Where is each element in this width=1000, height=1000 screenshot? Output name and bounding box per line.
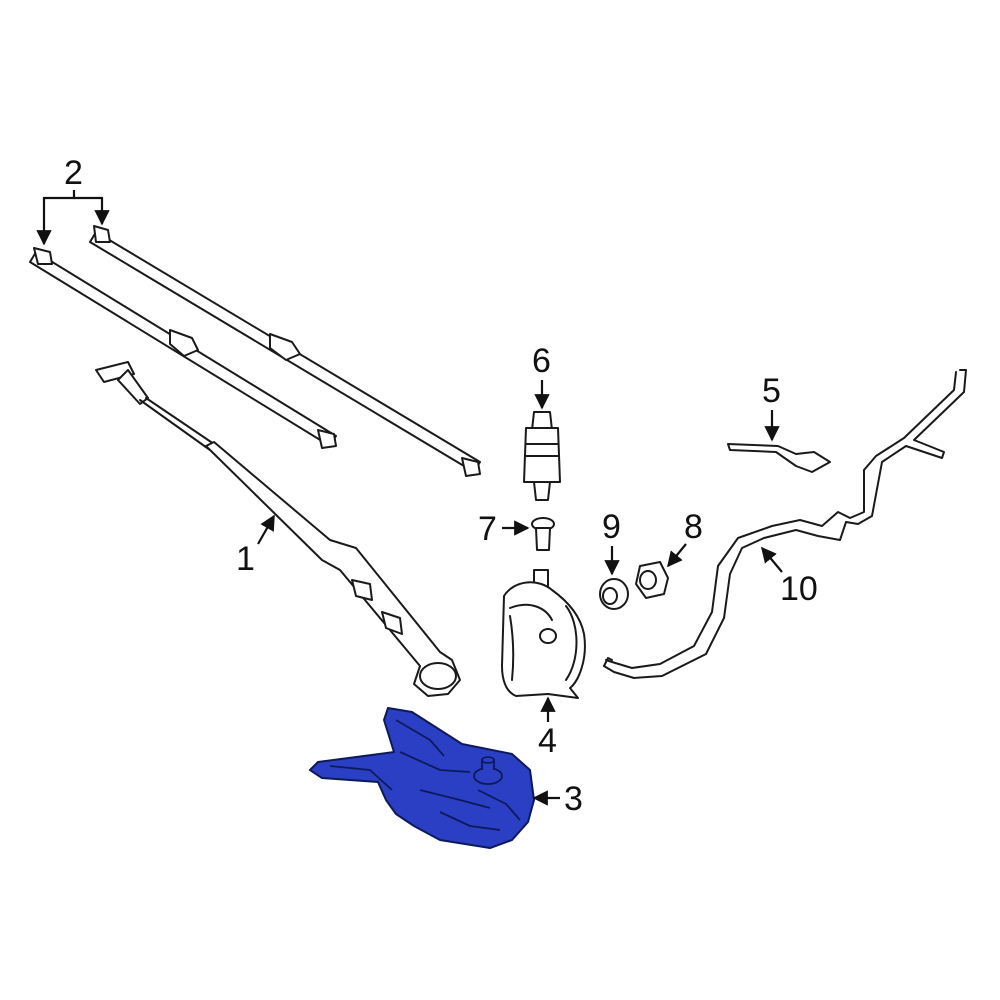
wiper-blade-upper[interactable] [89,225,481,477]
callout-label-8: 8 [684,508,703,546]
callout-label-10: 10 [780,570,818,608]
wiper-blade-lower[interactable] [29,247,337,449]
washer-pump[interactable] [523,411,561,501]
callout-8: 8 [667,508,703,568]
callout-label-6: 6 [532,342,551,380]
washer-hose[interactable] [603,369,967,679]
motor-body-shape [309,707,535,849]
callout-10: 10 [761,546,818,608]
callout-1: 1 [236,514,275,578]
callout-label-5: 5 [762,372,781,410]
callout-9: 9 [602,508,621,576]
seal[interactable] [599,578,629,610]
washer-reservoir[interactable] [501,569,586,699]
callout-label-1: 1 [236,540,255,578]
nut[interactable] [635,561,669,599]
wiper-arm[interactable] [95,361,461,697]
callout-4: 4 [538,696,557,760]
wiper-motor-linkage[interactable] [309,707,535,849]
grommet[interactable] [531,517,555,551]
callout-5: 5 [762,372,781,442]
callout-label-3: 3 [564,780,583,818]
callout-3: 3 [532,780,583,818]
hose-clip[interactable] [727,443,831,473]
callout-6: 6 [532,342,551,410]
callout-label-2: 2 [64,154,83,192]
callout-7: 7 [478,510,530,548]
callout-label-4: 4 [538,722,557,760]
callout-label-9: 9 [602,508,621,546]
callout-2: 2 [36,154,110,246]
callout-label-7: 7 [478,510,497,548]
